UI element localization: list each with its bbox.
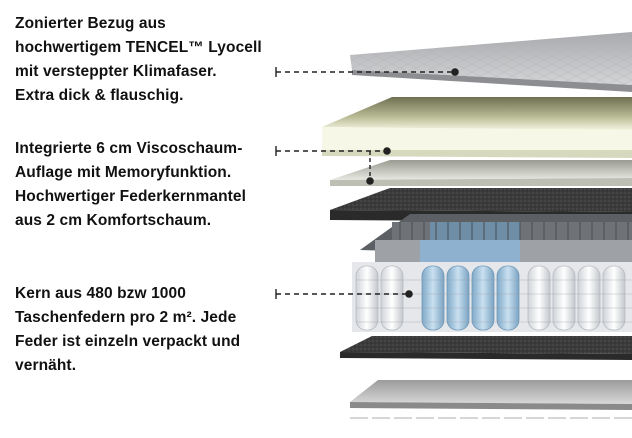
spring-back-rows	[375, 222, 632, 262]
spring-core-description: Kern aus 480 bzw 1000 Taschenfedern pro …	[15, 285, 241, 374]
callout-cover	[275, 67, 459, 77]
callout-foam	[275, 146, 391, 185]
cover-description: Zonierter Bezug aus hochwertigem TENCEL™…	[15, 15, 262, 104]
pocket-spring-core	[352, 214, 632, 332]
bottom-cover-layer	[350, 380, 632, 419]
viscofoam-layer	[322, 97, 632, 158]
spring-front-row	[352, 262, 632, 332]
base-felt-layer	[340, 336, 632, 360]
callout-springs	[275, 289, 413, 299]
cover-layer	[350, 32, 632, 92]
foam-description: Integrierte 6 cm Viscoschaum- Auflage mi…	[15, 140, 247, 229]
comfortfoam-layer	[330, 160, 632, 186]
